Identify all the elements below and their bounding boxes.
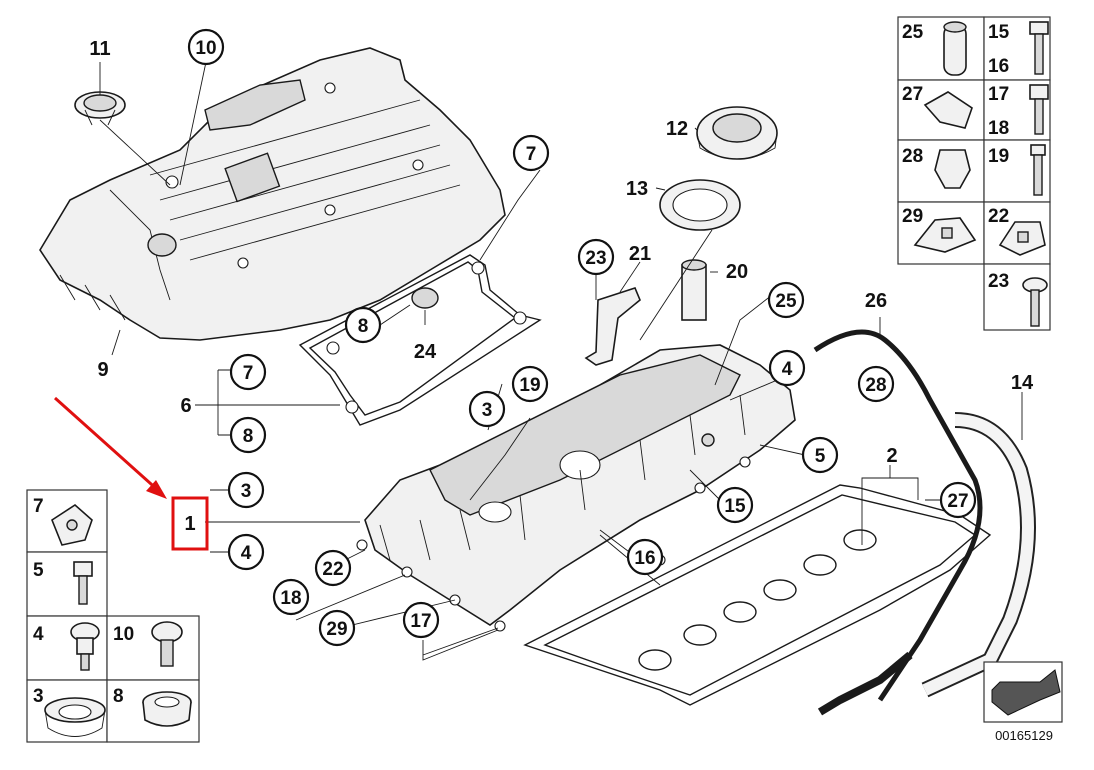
svg-text:23: 23 bbox=[585, 248, 606, 269]
left-parts-inset: 7 5 4 10 3 8 bbox=[26, 489, 200, 743]
svg-text:19: 19 bbox=[988, 146, 1009, 167]
highlighted-part-1: 1 bbox=[171, 496, 209, 551]
svg-text:4: 4 bbox=[241, 543, 252, 564]
callout-28: 28 bbox=[857, 365, 895, 403]
callout-4-group: 4 bbox=[227, 533, 265, 571]
callout-24: 24 bbox=[414, 341, 437, 363]
filler-seal-part bbox=[659, 179, 741, 231]
svg-text:25: 25 bbox=[775, 291, 797, 312]
label-6: 6 bbox=[180, 395, 191, 417]
svg-text:18: 18 bbox=[988, 118, 1009, 139]
right-parts-inset: 25 15 16 27 17 18 28 19 29 22 23 bbox=[897, 16, 1051, 331]
svg-text:4: 4 bbox=[782, 359, 793, 380]
svg-text:5: 5 bbox=[33, 560, 44, 581]
svg-text:17: 17 bbox=[988, 84, 1009, 105]
svg-text:22: 22 bbox=[322, 559, 343, 580]
valve-cover-gasket-part bbox=[523, 484, 992, 706]
svg-text:8: 8 bbox=[113, 686, 124, 707]
reference-box: 00165129 bbox=[983, 661, 1063, 743]
svg-text:3: 3 bbox=[241, 481, 252, 502]
svg-text:10: 10 bbox=[195, 38, 216, 59]
callout-29: 29 bbox=[318, 609, 356, 647]
svg-text:27: 27 bbox=[902, 84, 923, 105]
svg-text:17: 17 bbox=[410, 611, 431, 632]
callout-19: 19 bbox=[511, 365, 549, 403]
hose-end-part bbox=[817, 651, 913, 716]
callout-4-cover: 4 bbox=[768, 349, 806, 387]
svg-text:3: 3 bbox=[482, 400, 493, 421]
oil-filler-cap-part bbox=[696, 106, 778, 160]
svg-text:28: 28 bbox=[865, 375, 886, 396]
svg-text:7: 7 bbox=[243, 363, 254, 384]
svg-text:16: 16 bbox=[634, 548, 655, 569]
svg-text:18: 18 bbox=[280, 588, 301, 609]
svg-text:23: 23 bbox=[988, 271, 1009, 292]
callout-17: 17 bbox=[402, 601, 440, 639]
callout-10: 10 bbox=[187, 28, 225, 66]
cover-gasket-part bbox=[298, 254, 542, 426]
svg-text:10: 10 bbox=[113, 624, 134, 645]
label-21: 21 bbox=[629, 243, 651, 265]
bracket-part-21 bbox=[584, 287, 641, 366]
label-14: 14 bbox=[1011, 372, 1034, 394]
label-12: 12 bbox=[666, 118, 688, 140]
engine-cover-part bbox=[39, 47, 506, 341]
svg-text:4: 4 bbox=[33, 624, 44, 645]
label-13: 13 bbox=[626, 178, 648, 200]
svg-text:16: 16 bbox=[988, 56, 1009, 77]
callout-5: 5 bbox=[801, 436, 839, 474]
svg-text:22: 22 bbox=[988, 206, 1009, 227]
leader-lines bbox=[99, 61, 1023, 661]
red-arrow-icon bbox=[53, 396, 167, 499]
emblem-part-11 bbox=[74, 91, 126, 126]
label-20: 20 bbox=[726, 261, 748, 283]
svg-text:8: 8 bbox=[358, 316, 369, 337]
svg-text:7: 7 bbox=[526, 144, 537, 165]
navigation-arrow-icon bbox=[991, 669, 1061, 716]
label-11: 11 bbox=[89, 38, 110, 60]
breather-hose-inner bbox=[922, 414, 1034, 696]
callout-15: 15 bbox=[716, 486, 754, 524]
callout-7-gasket: 7 bbox=[229, 353, 267, 391]
svg-text:27: 27 bbox=[947, 491, 968, 512]
svg-text:25: 25 bbox=[902, 22, 924, 43]
svg-text:19: 19 bbox=[519, 375, 540, 396]
svg-text:3: 3 bbox=[33, 686, 44, 707]
label-2: 2 bbox=[886, 445, 897, 467]
sleeve-part-20 bbox=[681, 259, 707, 321]
label-9: 9 bbox=[97, 359, 108, 381]
vent-hose-part bbox=[813, 329, 983, 702]
svg-text:15: 15 bbox=[724, 496, 746, 517]
svg-text:00165129: 00165129 bbox=[995, 728, 1053, 743]
callout-8-cover: 8 bbox=[344, 306, 382, 344]
svg-text:29: 29 bbox=[902, 206, 923, 227]
callout-7-cover: 7 bbox=[512, 134, 550, 172]
callout-3-group: 3 bbox=[227, 471, 265, 509]
svg-text:28: 28 bbox=[902, 146, 923, 167]
callout-18: 18 bbox=[272, 578, 310, 616]
svg-text:7: 7 bbox=[33, 496, 44, 517]
callout-25: 25 bbox=[767, 281, 805, 319]
label-26: 26 bbox=[865, 290, 887, 312]
svg-text:29: 29 bbox=[326, 619, 347, 640]
callout-8-gasket: 8 bbox=[229, 416, 267, 454]
callout-3-cover: 3 bbox=[468, 390, 506, 428]
plug-part-24 bbox=[411, 287, 439, 309]
svg-text:8: 8 bbox=[243, 426, 254, 447]
callout-16: 16 bbox=[626, 538, 664, 576]
valve-cover-part bbox=[356, 344, 796, 632]
callout-22: 22 bbox=[314, 549, 352, 587]
svg-text:24: 24 bbox=[414, 341, 437, 363]
callout-23: 23 bbox=[577, 238, 615, 276]
svg-text:5: 5 bbox=[815, 446, 826, 467]
svg-text:15: 15 bbox=[988, 22, 1010, 43]
svg-text:1: 1 bbox=[184, 513, 195, 535]
callout-27: 27 bbox=[939, 481, 977, 519]
